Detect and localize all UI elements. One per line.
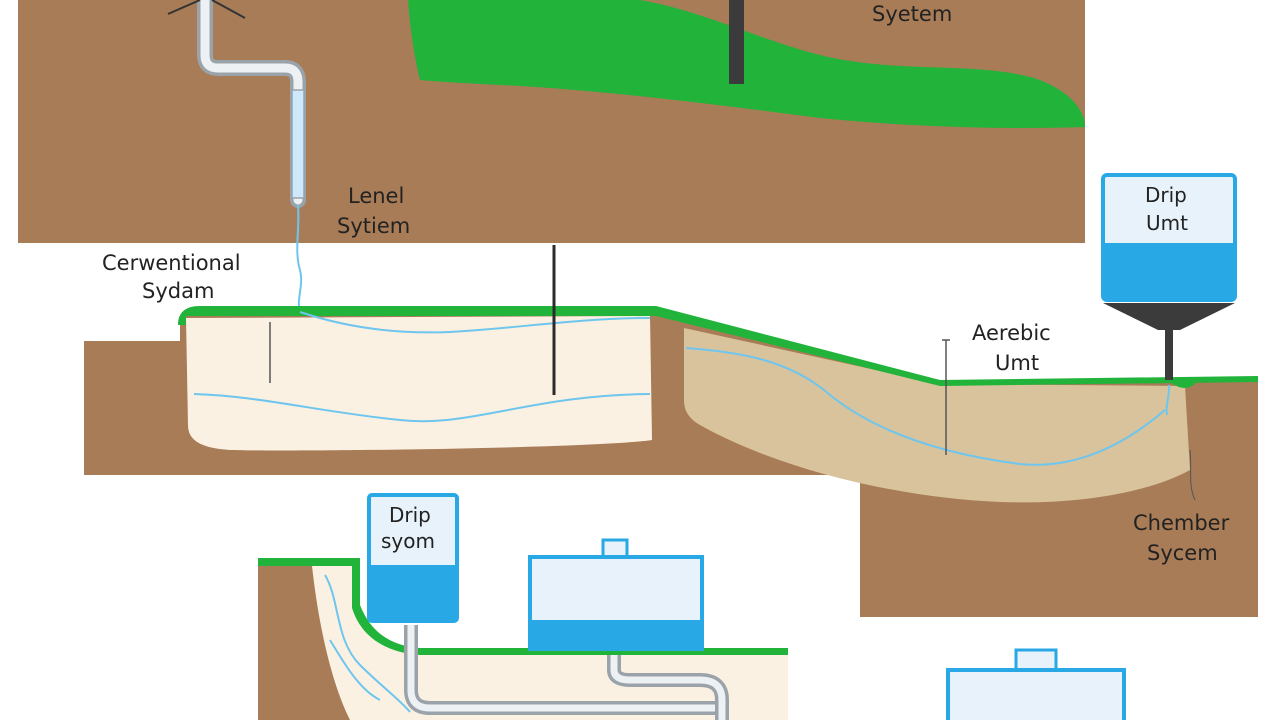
label-lenel-line2: Sytiem [337,214,410,238]
aerobic-sand-fill [684,328,1190,503]
label-drip-system-line2: syom [381,529,435,553]
trench-water-line-1 [299,311,651,334]
label-drip-unit-line2: Umt [1146,211,1188,235]
bottom-water-line-2 [329,639,381,701]
drip-stream [296,204,303,313]
middle-terrain [84,245,1258,617]
top-grass-hill [408,0,1085,128]
top-terrain [18,0,1085,313]
drip-unit-tank [1101,173,1237,416]
marker-post [729,0,744,84]
middle-grass-line [178,306,1258,386]
label-drip-unit-line1: Drip [1145,183,1187,207]
bottom-water-line-1 [324,574,411,713]
label-drip-system-line1: Drip [389,503,431,527]
label-lenel-line1: Lenel [348,184,404,208]
label-aerebic-line1: Aerebic [972,321,1051,345]
conventional-trench-fill [186,316,652,451]
label-conventional-line2: Sydam [142,279,214,303]
aerobic-water-line-1 [685,347,1166,466]
label-chamber-line1: Chember [1133,511,1230,535]
label-aerebic-line2: Umt [995,351,1039,375]
vent-pipe [167,0,306,208]
label-conventional-line1: Cerwentional [102,251,241,275]
label-chamber-line2: Sycem [1147,541,1218,565]
trench-water-line-2 [193,393,651,423]
septic-tank-bottom-right [946,648,1126,720]
drip-system-tank [367,493,459,623]
septic-tank-bottom [528,538,704,651]
bottom-terrain [258,558,788,720]
label-top-system: Syetem [872,2,952,26]
